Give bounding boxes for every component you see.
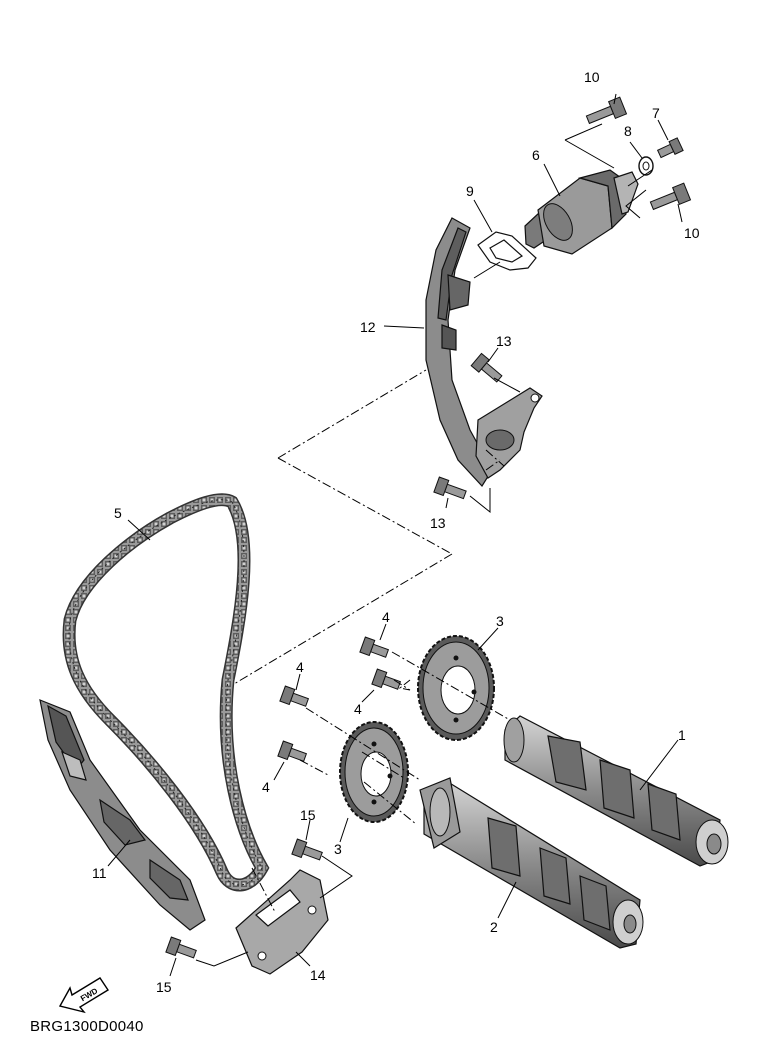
- cam-chain-tensioner: [524, 169, 639, 255]
- callout-6: 6: [532, 147, 540, 163]
- callout-3b: 3: [334, 841, 342, 857]
- callout-5: 5: [114, 505, 122, 521]
- callout-3a: 3: [496, 613, 504, 629]
- callout-2: 2: [490, 919, 498, 935]
- callout-8: 8: [624, 123, 632, 139]
- callouts: 1 2 3 3 4 4 4 4 5 6 7 8 9 10 10 11 12 13…: [92, 69, 700, 995]
- bolt-4-b: [371, 668, 402, 690]
- camshaft-lower: [419, 777, 644, 949]
- callout-9: 9: [466, 183, 474, 199]
- callout-4b: 4: [354, 701, 362, 717]
- callout-1: 1: [678, 727, 686, 743]
- fwd-arrow-icon: FWD: [58, 977, 109, 1014]
- bolt-13-top: [470, 352, 503, 383]
- callout-13a: 13: [496, 333, 512, 349]
- bolt-4-c: [279, 685, 310, 707]
- callout-4d: 4: [262, 779, 270, 795]
- bolt-4-d: [277, 740, 308, 762]
- callout-4a: 4: [382, 609, 390, 625]
- callout-13b: 13: [430, 515, 446, 531]
- bolt-10-bottom: [649, 182, 692, 211]
- cam-sprocket-lower: [339, 721, 409, 823]
- chain-guide-plate: [235, 869, 329, 975]
- callout-11: 11: [92, 865, 107, 881]
- cam-sprocket-upper: [417, 635, 495, 741]
- bolt-10-top: [585, 96, 628, 125]
- callout-14: 14: [310, 967, 326, 983]
- callout-10a: 10: [584, 69, 600, 85]
- guide-pivot-bracket: [475, 387, 543, 479]
- callout-10b: 10: [684, 225, 700, 241]
- tensioner-guide: [425, 217, 493, 487]
- timing-chain: [62, 493, 270, 892]
- bolt-4-a: [359, 636, 390, 658]
- bolt-15-top: [291, 838, 323, 861]
- bolt-7: [656, 137, 684, 159]
- chain-guide: [39, 699, 206, 931]
- bolt-15-bottom: [165, 936, 197, 959]
- callout-15b: 15: [156, 979, 172, 995]
- bolt-13-bottom: [433, 476, 467, 500]
- tensioner-gasket: [477, 231, 537, 271]
- diagram-code: BRG1300D0040: [30, 1018, 144, 1035]
- callout-7: 7: [652, 105, 660, 121]
- callout-15a: 15: [300, 807, 316, 823]
- washer: [638, 156, 654, 176]
- leader-lines: [107, 93, 683, 977]
- callout-12: 12: [360, 319, 376, 335]
- callout-4c: 4: [296, 659, 304, 675]
- alignment-lines: [195, 123, 653, 967]
- camshaft-upper: [503, 715, 729, 867]
